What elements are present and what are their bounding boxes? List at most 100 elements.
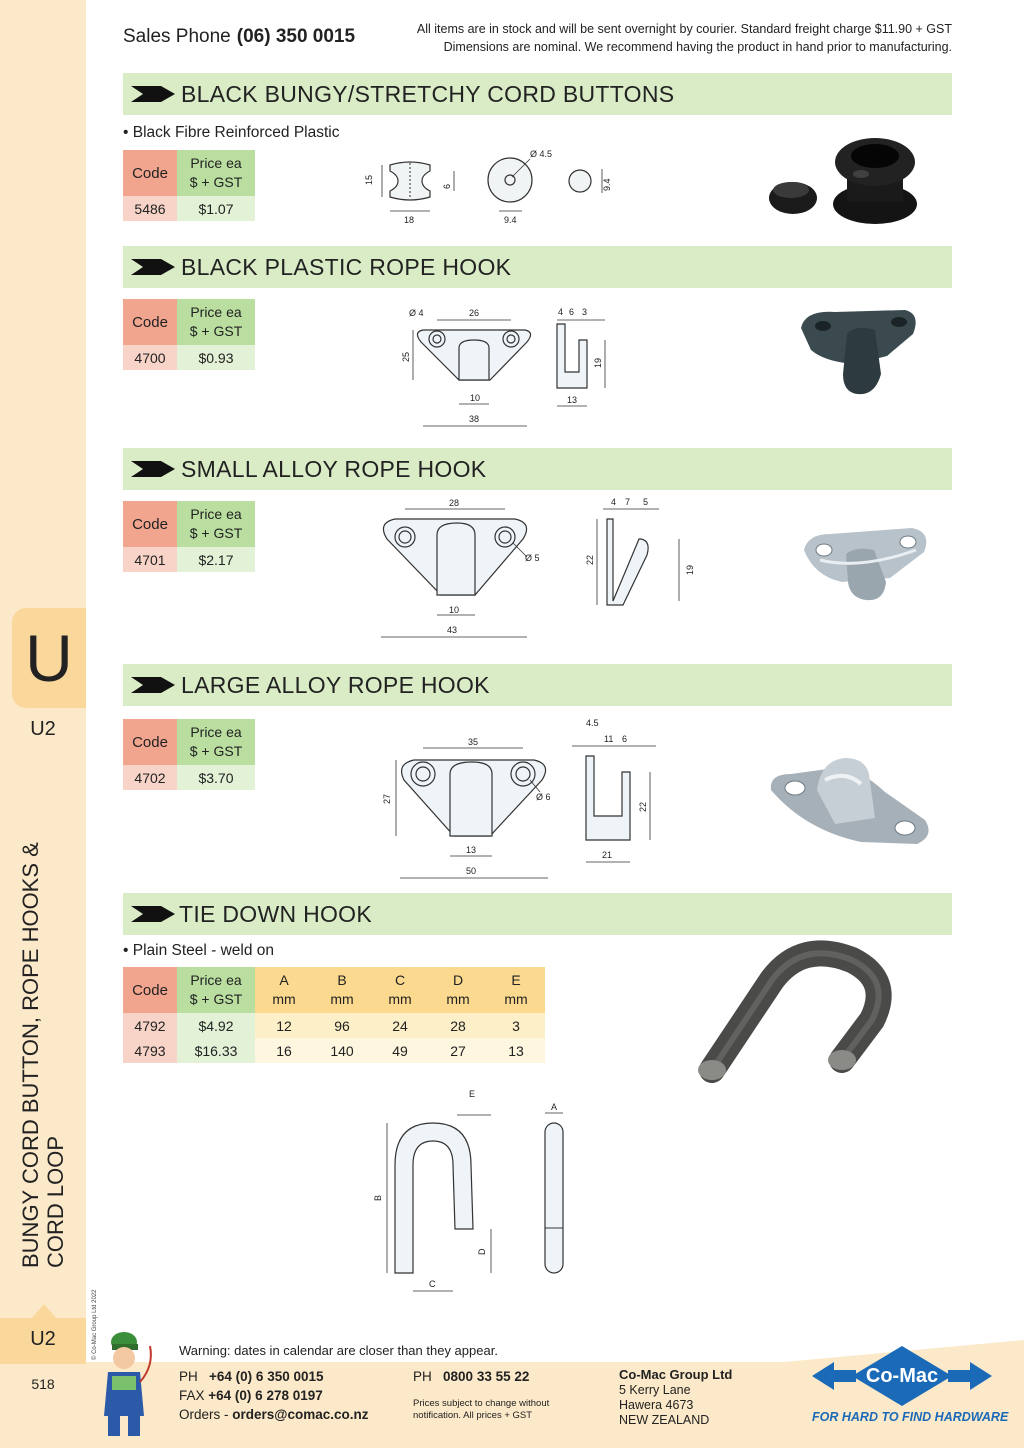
- header-code: Code: [123, 150, 177, 196]
- section-title: BLACK PLASTIC ROPE HOOK: [181, 254, 512, 280]
- svg-text:38: 38: [469, 414, 479, 424]
- svg-text:11: 11: [604, 734, 613, 744]
- header-price: Price ea$ + GST: [177, 501, 255, 547]
- footer-phone: PH +64 (0) 6 350 0015: [179, 1369, 324, 1384]
- footer-orders: Orders - orders@comac.co.nz: [179, 1407, 369, 1422]
- svg-text:6: 6: [569, 307, 574, 317]
- company-name: Co-Mac Group Ltd: [619, 1367, 733, 1382]
- orders-email-link[interactable]: orders@comac.co.nz: [232, 1407, 369, 1422]
- product-price: $2.17: [177, 547, 255, 572]
- svg-text:4: 4: [611, 497, 616, 507]
- large-alloy-hook-diagram: 35 Ø 6 27 13 50 4.5 11 6 22 21: [382, 718, 656, 879]
- material-note: • Plain Steel - weld on: [123, 942, 275, 959]
- bottom-section-code: U2: [30, 1328, 56, 1350]
- footer-price-note: Prices subject to change without notific…: [413, 1398, 550, 1421]
- product-code: 4701: [123, 547, 177, 572]
- product-price: $3.70: [177, 765, 255, 790]
- section-tab[interactable]: U: [12, 608, 86, 708]
- header-notes: All items are in stock and will be sent …: [417, 20, 952, 56]
- bungy-button-photo: [769, 138, 917, 224]
- footer-freephone: PH 0800 33 55 22: [413, 1369, 530, 1384]
- sales-phone-number: (06) 350 0015: [236, 26, 356, 47]
- svg-text:Ø 5: Ø 5: [525, 553, 540, 563]
- arrow-right-icon: [131, 259, 175, 275]
- header-price: Price ea$ + GST: [177, 967, 255, 1013]
- footer-warning: Warning: dates in calendar are closer th…: [179, 1343, 498, 1358]
- freight-note: All items are in stock and will be sent …: [416, 22, 952, 36]
- svg-text:5: 5: [643, 497, 648, 507]
- page-number: 518: [31, 1376, 55, 1392]
- header-price: Price ea$ + GST: [177, 299, 255, 345]
- price-table-plastic-hook: Code Price ea$ + GST 4700 $0.93: [123, 299, 255, 370]
- svg-text:28: 28: [449, 498, 459, 508]
- tie-down-hook-photo: [698, 940, 892, 1083]
- bottom-section-tab: U2: [0, 1304, 86, 1364]
- small-alloy-hook-photo: [804, 528, 927, 601]
- material-note: • Black Fibre Reinforced Plastic: [123, 124, 340, 141]
- section-banner-large-alloy: LARGE ALLOY ROPE HOOK: [123, 664, 952, 706]
- sales-phone: Sales Phone(06) 350 0015: [123, 26, 355, 48]
- small-alloy-hook-diagram: 28 Ø 5 10 43 4 7 5 22 19: [381, 497, 695, 638]
- svg-text:50: 50: [466, 866, 476, 876]
- svg-text:18: 18: [404, 215, 414, 225]
- svg-text:10: 10: [449, 605, 459, 615]
- svg-text:26: 26: [469, 308, 479, 318]
- svg-text:Co-Mac: Co-Mac: [866, 1365, 938, 1387]
- footer-address: Co-Mac Group Ltd 5 Kerry Lane Hawera 467…: [619, 1367, 733, 1427]
- svg-text:E: E: [469, 1089, 475, 1099]
- comac-logo-icon[interactable]: Co-Mac: [812, 1344, 992, 1406]
- arrow-right-icon: [131, 677, 175, 693]
- section-banner-bungy: BLACK BUNGY/STRETCHY CORD BUTTONS: [123, 73, 952, 115]
- svg-text:3: 3: [582, 307, 587, 317]
- price-table-large-alloy: Code Price ea$ + GST 4702 $3.70: [123, 719, 255, 790]
- svg-text:Ø 4: Ø 4: [409, 308, 424, 318]
- section-title: LARGE ALLOY ROPE HOOK: [181, 672, 490, 698]
- header-code: Code: [123, 299, 177, 345]
- price-table-bungy: Code Price ea$ + GST 5486 $1.07: [123, 150, 255, 221]
- footer-fax: FAX +64 (0) 6 278 0197: [179, 1388, 323, 1403]
- header-code: Code: [123, 501, 177, 547]
- svg-text:B: B: [373, 1195, 383, 1201]
- svg-text:4.5: 4.5: [586, 718, 599, 728]
- tie-down-hook-diagram: B C D E A: [373, 1089, 564, 1292]
- svg-text:C: C: [429, 1279, 436, 1289]
- dimensions-note: Dimensions are nominal. We recommend hav…: [443, 40, 952, 54]
- svg-text:19: 19: [593, 358, 603, 368]
- arrow-right-icon: [131, 86, 175, 102]
- section-banner-tie-down: TIE DOWN HOOK: [123, 893, 952, 935]
- svg-text:13: 13: [466, 845, 476, 855]
- svg-text:13: 13: [567, 395, 577, 405]
- section-title: SMALL ALLOY ROPE HOOK: [181, 456, 487, 482]
- arrow-right-icon: [131, 461, 175, 477]
- mascot-mechanic-icon: [104, 1332, 152, 1436]
- svg-text:22: 22: [638, 802, 648, 812]
- price-table-small-alloy: Code Price ea$ + GST 4701 $2.17: [123, 501, 255, 572]
- product-code: 4702: [123, 765, 177, 790]
- sidebar: [0, 0, 86, 1448]
- section-banner-small-alloy: SMALL ALLOY ROPE HOOK: [123, 448, 952, 490]
- svg-text:27: 27: [382, 794, 392, 804]
- svg-text:9.4: 9.4: [602, 178, 612, 191]
- svg-text:D: D: [477, 1248, 487, 1255]
- product-code: 4700: [123, 345, 177, 370]
- svg-text:22: 22: [585, 555, 595, 565]
- plastic-hook-diagram: Ø 4 26 25 10 38 4 6 3 19 13: [401, 307, 606, 427]
- svg-text:6: 6: [442, 184, 452, 189]
- table-row: 4793 $16.33 16 140 49 27 13: [123, 1038, 545, 1063]
- svg-text:Ø 4.5: Ø 4.5: [530, 149, 552, 159]
- product-price: $0.93: [177, 345, 255, 370]
- product-price: $1.07: [177, 196, 255, 221]
- svg-text:Ø 6: Ø 6: [536, 792, 551, 802]
- svg-text:9.4: 9.4: [504, 215, 517, 225]
- header-price: Price ea$ + GST: [177, 719, 255, 765]
- vertical-chapter-title: BUNGY CORD BUTTON, ROPE HOOKS & CORD LOO…: [18, 842, 68, 1268]
- svg-text:19: 19: [685, 565, 695, 575]
- svg-text:6: 6: [622, 734, 627, 744]
- svg-text:7: 7: [625, 497, 630, 507]
- svg-text:4: 4: [558, 307, 563, 317]
- section-title: TIE DOWN HOOK: [179, 901, 373, 927]
- large-alloy-hook-photo: [770, 758, 929, 844]
